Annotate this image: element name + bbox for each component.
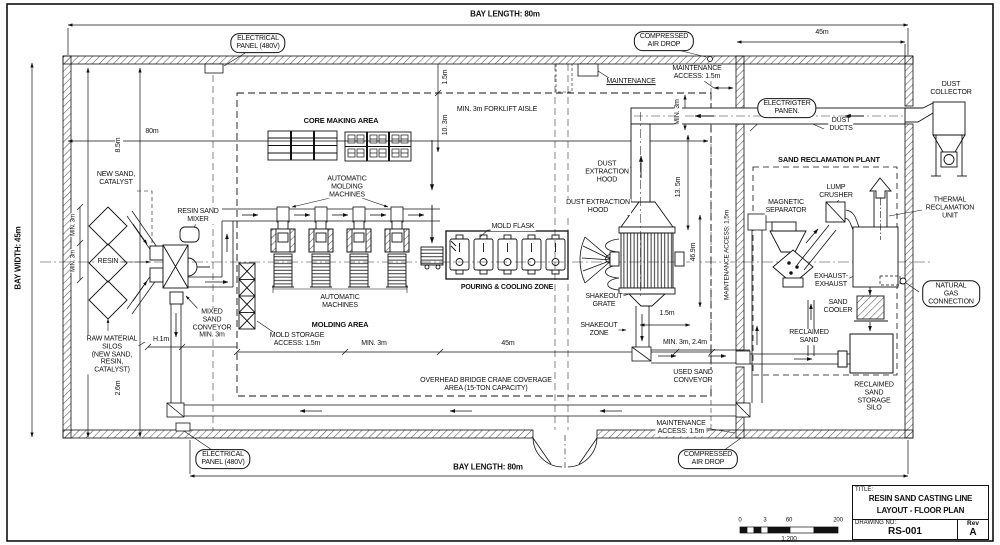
sand-cooler-label: SAND COOLER: [822, 299, 854, 315]
drawing-no-cell: DRAWING NO: RS-001: [853, 520, 957, 539]
sheet-border: [6, 3, 994, 542]
dust-collector: [905, 101, 967, 177]
forklift-aisle-label: MIN. 3m FORKLIFT AISLE: [455, 106, 539, 114]
maintenance-box: [577, 63, 599, 77]
overhead-crane-label: OVERHEAD BRIDGE CRANE COVERAGE AREA (15-…: [419, 377, 553, 393]
dim-min3m-24m: MIN. 3m, 2.4m: [662, 339, 708, 347]
rev-value: A: [969, 527, 977, 538]
dim-1-5m-shakeout: 1.5m: [658, 310, 676, 318]
resin-sand-mixer: [149, 226, 210, 305]
molding-line-conveyor: [222, 206, 440, 223]
raw-material-silos-label: RAW MATERIAL SILOS (NEW SAND, RESIN, CAT…: [85, 335, 139, 375]
title-block: TITLE: RESIN SAND CASTING LINE LAYOUT - …: [852, 485, 989, 540]
lump-crusher: [825, 201, 863, 235]
automatic-molding-machines-label: AUTOMATIC MOLDING MACHINES: [326, 175, 368, 199]
electrical-panel-top-box: [204, 63, 224, 74]
mold-flask-label: MOLD FLASK: [490, 223, 536, 231]
electrical-panel-bottom-box: [175, 422, 191, 432]
rev-label: Rev: [967, 520, 979, 527]
dust-extraction-hood-b-label: DUST EXTRACTION HOOD: [565, 199, 631, 215]
bay-length-bottom-label: BAY LENGTH: 80m: [452, 462, 524, 473]
pouring-cooling-zone-label: POURING & COOLING ZONE: [459, 284, 555, 292]
compressed-air-drop-marker: [707, 56, 713, 62]
reclaimed-sand-label: RECLAIMED SAND: [788, 329, 830, 345]
cooler-feed-conveyor: [807, 300, 815, 356]
automatic-machines-label: AUTOMATIC MACHINES: [319, 294, 361, 310]
core-racks: [267, 130, 412, 162]
maintenance-access-top-label: MAINTENANCE ACCESS: 1.5m: [671, 65, 723, 81]
title-block-title-cell: TITLE: RESIN SAND CASTING LINE LAYOUT - …: [853, 486, 988, 520]
scale-tick-200: 200: [833, 517, 843, 524]
dim-45m-mold: 45m: [500, 340, 516, 348]
used-sand-conveyor-label: USED SAND CONVEYOR: [672, 369, 714, 385]
drawing-no-label: DRAWING NO:: [855, 520, 897, 526]
title-label: TITLE:: [855, 487, 874, 493]
pouring-cooling-zone: [445, 230, 569, 280]
electrical-panel-top-label: ELECTRICAL PANEL (480V): [230, 33, 286, 53]
drawing-title-line1: RESIN SAND CASTING LINE: [868, 494, 973, 503]
dim-h1m: H.1m: [151, 336, 171, 344]
compressed-air-bottom-label: COMPRESSED AIR DROP: [677, 449, 739, 469]
bucket-elevator: [747, 213, 772, 403]
bay-length-top-label: BAY LENGTH: 80m: [469, 9, 541, 20]
mold-storage-access-label: MOLD STORAGE ACCESS: 1.5m: [268, 332, 326, 348]
building-walls: [62, 55, 914, 439]
reclamation-area-boundary: [752, 166, 898, 376]
mold-transfer-car: [420, 246, 444, 270]
scale-tick-3: 3: [763, 517, 767, 524]
dim-80m-inner: 80m: [144, 128, 160, 136]
shakeout-zone-label: SHAKEOUT ZONE: [579, 322, 619, 338]
resin-label: RESIN: [96, 258, 120, 266]
sand-reclamation-plant-label: SAND RECLAMATION PLANT: [777, 154, 881, 165]
resin-sand-mixer-label: RESIN SAND MIXER: [176, 208, 220, 224]
automatic-molding-machines: [270, 220, 410, 288]
drawing-no-value: RS-001: [888, 526, 922, 537]
dim-min-3m-mold: MIN. 3m: [360, 340, 388, 348]
maintenance-top-label: MAINTENANCE: [605, 78, 657, 86]
core-making-area-label: CORE MAKING AREA: [302, 115, 380, 126]
double-door: [532, 435, 598, 471]
new-sand-catalyst-label: NEW SAND, CATALYST: [95, 171, 137, 187]
scale-tick-60: 60: [785, 517, 793, 524]
mold-storage-rack: [238, 262, 256, 330]
lump-crusher-label: LUMP CRUSHER: [818, 184, 854, 200]
electrigter-panel-label: ELECTRIGTER PANEN.: [757, 98, 817, 118]
maintenance-access-bottom-label: MAINTENANCE ACCESS: 1.5m: [655, 420, 707, 436]
compressed-air-top-label: COMPRESSED AIR DROP: [633, 31, 695, 51]
dim-45m-top: 45m: [814, 29, 830, 37]
return-conveyor: [184, 404, 745, 417]
magnetic-separator-label: MAGNETIC SEPARATOR: [764, 199, 808, 215]
shakeout-grate-label: SHAKEOUT GRATE: [584, 293, 624, 309]
sand-cooler: [854, 287, 888, 332]
rev-cell: Rev A: [957, 520, 988, 539]
drawing-title-line2: LAYOUT - FLOOR PLAN: [876, 506, 965, 515]
thermal-unit-label: THERMAL RECLAMATION UNIT: [925, 196, 975, 219]
scale-ratio: 1:200: [781, 535, 797, 543]
used-sand-conveyor: [631, 306, 751, 418]
reclaimed-silo-label: RECLAIMED SAND STORAGE SILO: [853, 381, 895, 413]
mixed-sand-conveyor: [166, 221, 234, 418]
natural-gas-label: NATURAL GAS CONNECTION: [922, 280, 980, 308]
exhaust-label: EXHAUST- EXHAUST: [813, 273, 849, 289]
thermal-reclamation-unit: [852, 177, 907, 288]
dust-collector-label: DUST COLLECTOR: [930, 81, 972, 96]
dust-extraction-hood-a-label: DUST EXTRACTION HOOD: [584, 160, 630, 184]
mixed-sand-conveyor-label: MIXED SAND CONVEYOR MIN. 3m: [191, 308, 233, 340]
crane-coverage-area: [236, 92, 712, 397]
molding-area-label: MOLDING AREA: [310, 319, 370, 330]
dust-ducts-label: DUST DUCTS: [828, 117, 854, 133]
reclaimed-sand-silo: [750, 333, 894, 374]
magnetic-separator: [769, 221, 814, 288]
scale-tick-0: 0: [738, 517, 742, 524]
electrical-panel-bottom-label: ELECTRICAL PANEL (480V): [195, 449, 251, 469]
incline-conveyor: [796, 224, 837, 271]
maintenance-dashed-box: [555, 63, 573, 93]
raw-material-silos: [88, 206, 160, 320]
